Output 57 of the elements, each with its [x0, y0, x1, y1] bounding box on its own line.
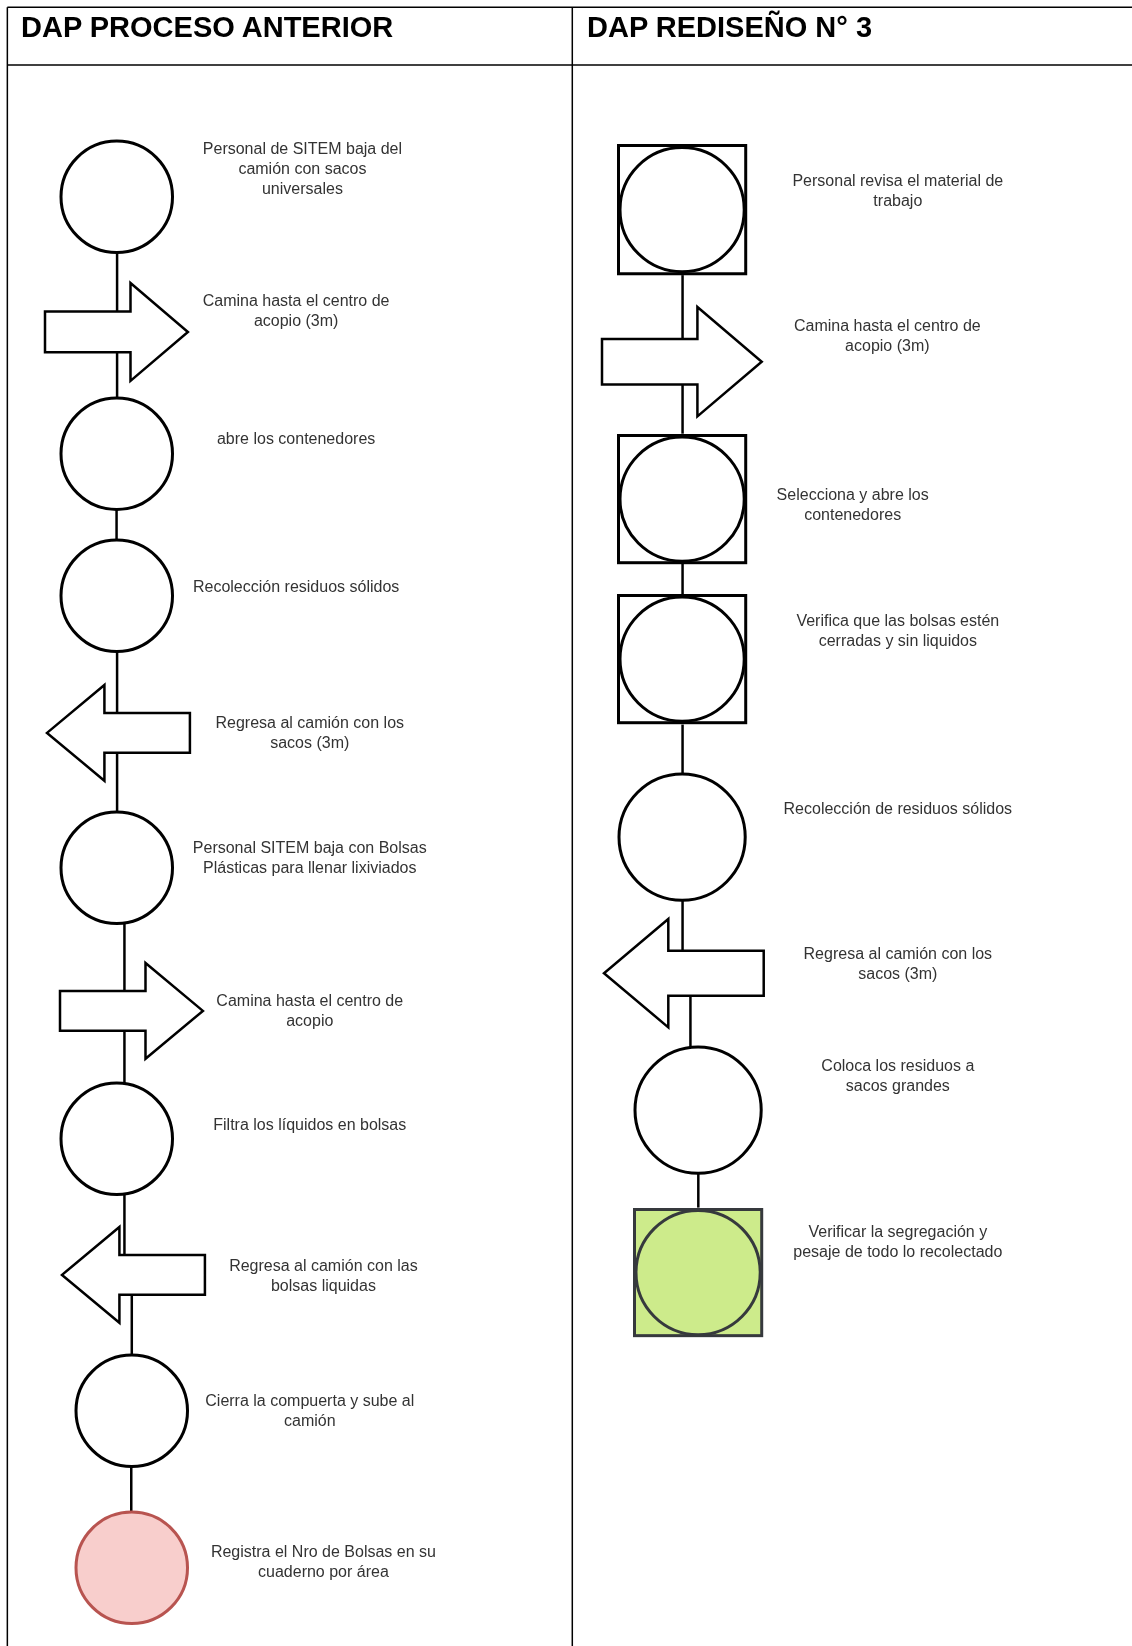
connector-line [115, 752, 119, 812]
step-description: Regresa al camión con los sacos (3m) [802, 944, 994, 985]
connector-line [115, 651, 119, 713]
combined-operation-inspection-symbol [633, 1207, 764, 1337]
step-description: Personal SITEM baja con Bolsas Plásticas para llenar lixiviados [191, 837, 428, 878]
step-description: Regresa al camión con los sacos (3m) [214, 713, 406, 753]
transport-symbol [601, 304, 764, 418]
connector-line [681, 724, 684, 774]
transport-symbol [45, 281, 191, 384]
connector-line [115, 252, 119, 312]
transport-symbol [45, 682, 191, 783]
operation-circle [58, 809, 175, 926]
connector-line [681, 900, 684, 951]
connector-line [130, 1295, 134, 1355]
operation-circle [73, 1510, 189, 1626]
connector-line [115, 352, 119, 398]
operation-circle [58, 537, 175, 654]
column-heading: DAP REDISEÑO N° 3 [587, 10, 872, 44]
operation-circle [58, 138, 175, 255]
step-description: abre los contenedores [215, 429, 377, 450]
step-description: Registra el Nro de Bolsas en su cuaderno por área [209, 1541, 437, 1582]
connector-line [681, 275, 684, 339]
connector-line [123, 922, 126, 991]
operation-circle [58, 395, 175, 512]
step-description: Camina hasta el centro de acopio [215, 991, 405, 1032]
connector-line [123, 1193, 126, 1256]
connector-line [697, 1173, 700, 1208]
step-description: Filtra los líquidos en bolsas [212, 1115, 408, 1136]
step-description: Recolección residuos sólidos [191, 576, 401, 597]
operation-circle [73, 1352, 189, 1468]
step-description: Verificar la segregación y pesaje de todo lo recolectado [792, 1222, 1003, 1263]
step-description: Coloca los residuos a sacos grandes [820, 1056, 976, 1097]
connector-line [115, 509, 118, 540]
step-description: Personal revisa el material de trabajo [791, 171, 1005, 212]
step-description: Selecciona y abre los contenedores [775, 485, 930, 526]
step-description: Camina hasta el centro de acopio (3m) [201, 290, 391, 331]
combined-operation-inspection-symbol [617, 433, 748, 564]
column-heading: DAP PROCESO ANTERIOR [21, 10, 394, 44]
operation-circle [633, 1044, 764, 1176]
transport-symbol [601, 916, 764, 1030]
step-description: Personal de SITEM baja del camión con sacos universales [201, 138, 403, 199]
operation-circle [617, 771, 748, 902]
step-description: Regresa al camión con las bolsas liquidas [228, 1255, 419, 1296]
connector-line [681, 383, 684, 434]
step-description: Camina hasta el centro de acopio (3m) [792, 316, 982, 357]
operation-circle [58, 1080, 175, 1197]
combined-operation-inspection-symbol [617, 143, 748, 276]
combined-operation-inspection-symbol [617, 594, 748, 725]
connector-line [681, 563, 684, 595]
connector-line [689, 995, 692, 1048]
transport-symbol [59, 1225, 205, 1326]
step-description: Verifica que las bolsas estén cerradas y sin liquidos [795, 611, 1001, 652]
connector-line [123, 1030, 126, 1084]
step-description: Cierra la compuerta y sube al camión [204, 1391, 415, 1432]
transport-symbol [59, 960, 205, 1061]
step-description: Recolección de residuos sólidos [782, 799, 1014, 820]
connector-line [130, 1466, 133, 1513]
